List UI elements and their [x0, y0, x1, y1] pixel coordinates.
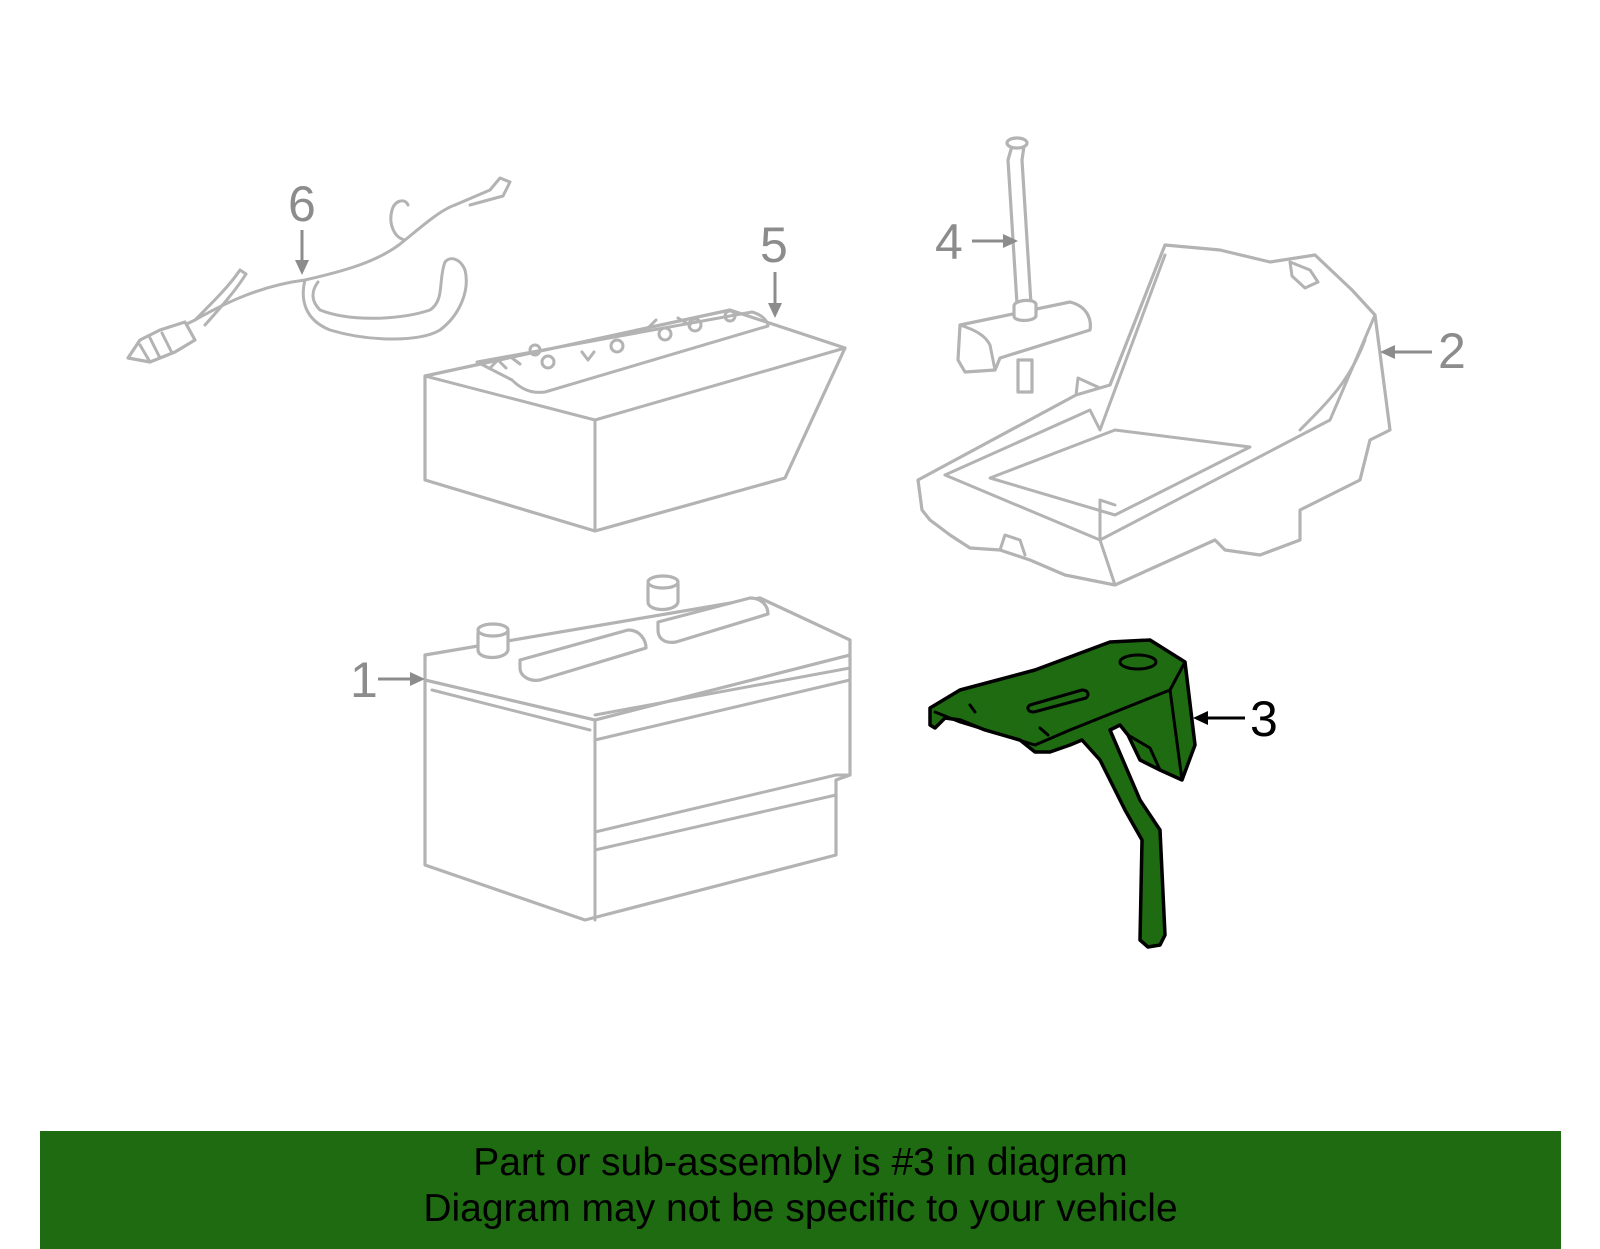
banner-line-1: Part or sub-assembly is #3 in diagram: [473, 1141, 1128, 1184]
part-5-battery-cover: [423, 308, 847, 533]
callout-label-4: 4: [935, 214, 963, 270]
callout-2: 2: [1380, 323, 1466, 379]
callout-4: 4: [935, 214, 1018, 270]
callout-6: 6: [288, 176, 316, 275]
part-1-battery: [423, 574, 852, 922]
callout-1: 1: [350, 652, 425, 708]
banner-line-2: Diagram may not be specific to your vehi…: [423, 1187, 1178, 1230]
callout-label-3: 3: [1250, 691, 1278, 747]
callout-label-2: 2: [1438, 323, 1466, 379]
callout-label-5: 5: [760, 217, 788, 273]
info-banner: Part or sub-assembly is #3 in diagram Di…: [40, 1131, 1561, 1249]
callout-label-6: 6: [288, 176, 316, 232]
callout-5: 5: [760, 217, 788, 318]
callout-label-1: 1: [350, 652, 378, 708]
part-3-hold-down-bracket: [928, 638, 1197, 949]
part-4-hold-down-bolt: [956, 136, 1092, 394]
part-6-battery-cable: [126, 176, 512, 364]
callout-3: 3: [1193, 691, 1278, 747]
part-2-battery-tray: [916, 243, 1392, 587]
